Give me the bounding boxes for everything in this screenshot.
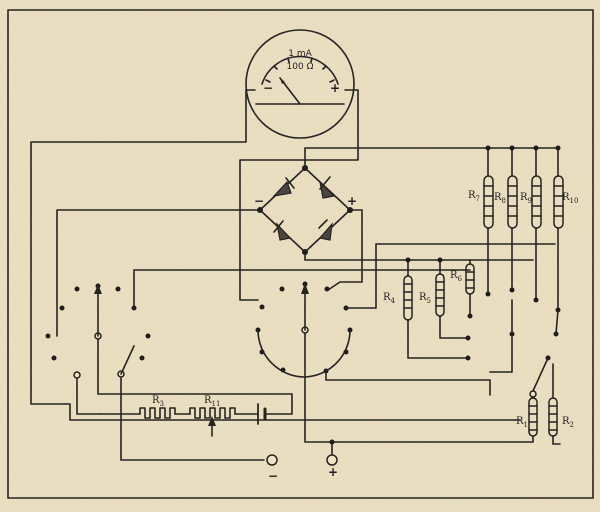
meter-minus-lead xyxy=(30,89,521,421)
plus-terminal-sign: + xyxy=(328,465,338,479)
r7-label: R7 xyxy=(468,190,480,203)
r3-label: R3 xyxy=(152,395,164,408)
meter-scale-arc xyxy=(261,55,339,85)
minus-terminal-sign: − xyxy=(268,469,278,483)
r3-resistor xyxy=(139,407,176,419)
meter-circle xyxy=(245,29,355,139)
plus-terminal xyxy=(326,454,338,466)
meter-needle-tip xyxy=(280,78,285,84)
resistor-pair-r1-r2: R1 R2 xyxy=(516,363,574,445)
diode-1 xyxy=(272,180,292,197)
minus-terminal xyxy=(266,454,278,466)
r6-label: R6 xyxy=(450,270,463,283)
meter-plus-lead xyxy=(239,89,359,301)
resistor-bank-r7-r10: R7 R8 R9 R10 xyxy=(468,145,578,313)
left-range-switch xyxy=(45,283,151,379)
diode-3 xyxy=(276,222,292,241)
r11-potentiometer xyxy=(189,407,236,419)
r8-label: R8 xyxy=(494,192,506,205)
r10-label: R10 xyxy=(562,192,578,205)
meter-scale-ticks xyxy=(265,57,335,83)
meter-range-label: 1 mA xyxy=(288,49,312,59)
test-terminals: − + xyxy=(266,439,338,483)
bridge-rectifier: − + xyxy=(254,165,357,255)
meter-plus-sign: + xyxy=(330,81,340,95)
r1-label: R1 xyxy=(516,416,528,429)
r5-label: R5 xyxy=(419,292,431,305)
r9-label: R9 xyxy=(520,192,532,205)
meter-resistance-label: 100 Ω xyxy=(287,62,314,72)
outer-frame xyxy=(7,9,594,499)
bridge-minus-sign: − xyxy=(254,194,264,208)
meter-minus-sign: − xyxy=(263,81,273,95)
r11-label: R11 xyxy=(204,395,220,408)
ohmmeter-circuit: R3 R11 xyxy=(99,393,293,437)
resistor-bank-r4-r6: R4 R5 R6 xyxy=(383,257,475,361)
milliammeter: 1 mA 100 Ω − + xyxy=(245,29,355,139)
bridge-plus-sign: + xyxy=(347,194,357,208)
r2-label: R2 xyxy=(562,416,574,429)
diode-4 xyxy=(318,222,333,241)
r4-label: R4 xyxy=(383,292,396,305)
